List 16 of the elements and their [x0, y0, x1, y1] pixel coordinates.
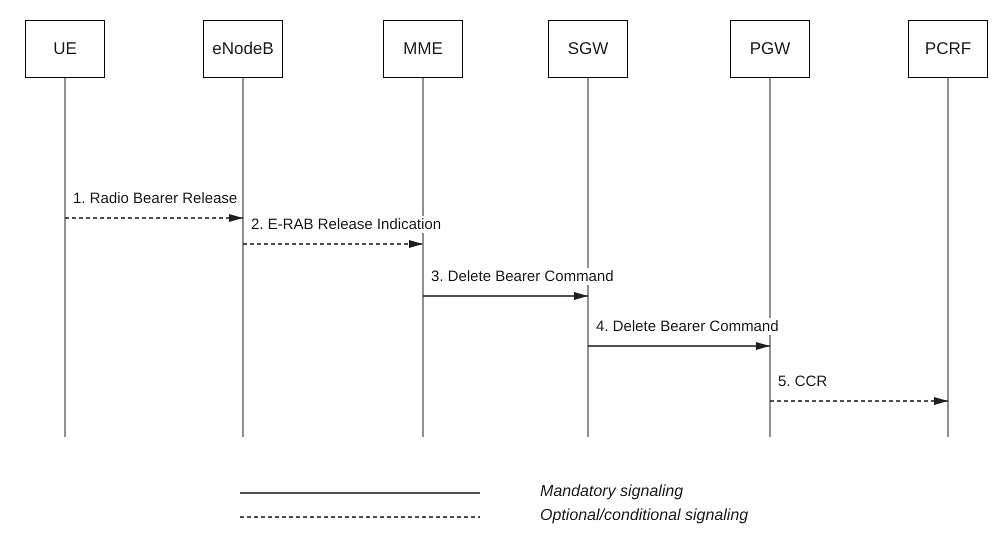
participant-name: UE: [53, 39, 77, 59]
legend-text: Mandatory signaling: [540, 483, 684, 501]
message-label: 3. Delete Bearer Command: [429, 268, 616, 285]
message-arrow: [770, 397, 948, 405]
participant-name: SGW: [568, 39, 608, 59]
message-label: 4. Delete Bearer Command: [594, 318, 781, 335]
participant-name: PGW: [750, 39, 790, 59]
participant-name: MME: [403, 39, 443, 59]
participant-name: eNodeB: [212, 39, 274, 59]
message-label: 2. E-RAB Release Indication: [249, 216, 444, 233]
legend-text: Optional/conditional signaling: [540, 507, 748, 525]
participant-name: PCRF: [924, 39, 972, 59]
message-arrow: [588, 342, 770, 350]
message-arrow: [65, 214, 243, 222]
message-arrow: [243, 240, 423, 248]
message-arrow: [423, 292, 588, 300]
